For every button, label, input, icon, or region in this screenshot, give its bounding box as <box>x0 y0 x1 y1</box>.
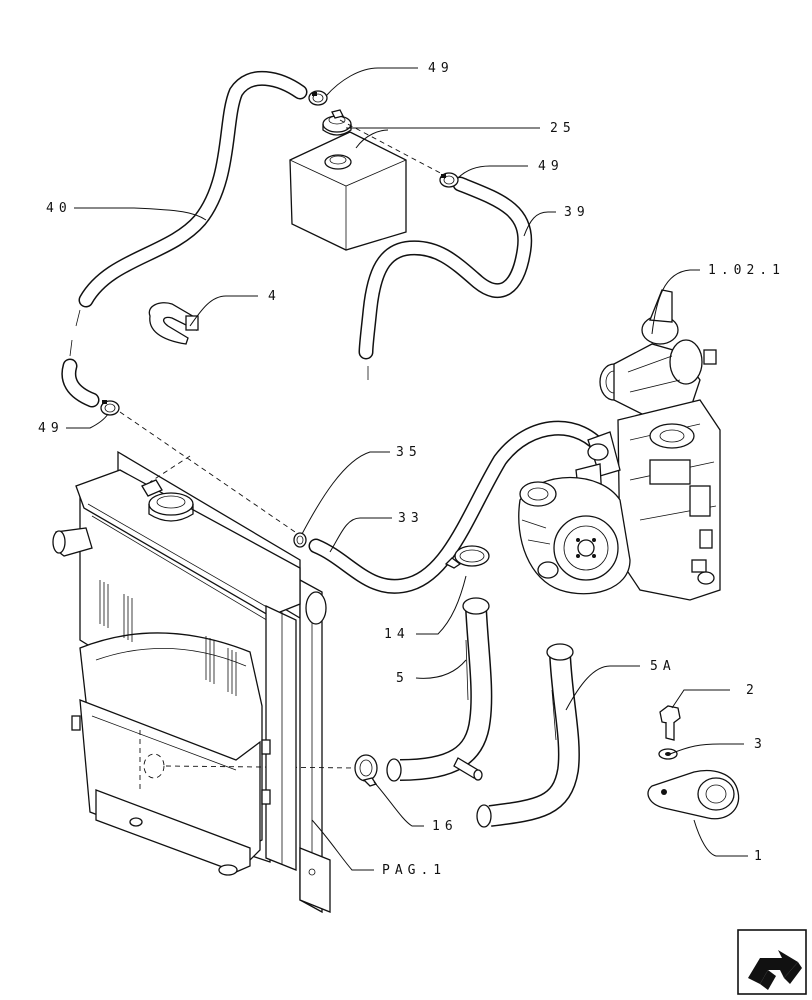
hose-33 <box>308 420 612 594</box>
pipe-5 <box>386 597 493 782</box>
callout-39: 39 <box>564 205 590 220</box>
callout-49-top: 49 <box>428 61 454 76</box>
bracket-1 <box>647 769 740 820</box>
callout-49-left: 49 <box>38 421 64 436</box>
hose-39 <box>358 176 533 380</box>
callout-labels: 49 25 49 40 39 4 1.02.1 49 35 33 14 5 5A… <box>38 61 785 878</box>
callout-2: 2 <box>746 683 759 698</box>
callout-49-right: 49 <box>538 159 564 174</box>
clamp-14 <box>444 545 490 569</box>
bolt-2 <box>659 705 681 741</box>
engine-assembly <box>518 289 721 601</box>
tank-cap-25 <box>322 109 352 136</box>
callout-5a: 5A <box>650 659 676 674</box>
callout-25: 25 <box>550 121 576 136</box>
hose-40 <box>75 70 308 327</box>
callout-1: 1 <box>754 849 767 864</box>
clamp-16 <box>354 754 378 787</box>
callout-35: 35 <box>396 445 422 460</box>
callout-1-02-1: 1.02.1 <box>708 263 785 278</box>
next-page-arrow-icon[interactable] <box>737 929 807 995</box>
clamp-35 <box>293 532 307 548</box>
washer-3 <box>658 748 678 760</box>
short-hose-left <box>61 339 100 408</box>
radiator-louvres <box>99 580 237 696</box>
callout-3: 3 <box>754 737 767 752</box>
callout-pag-1: PAG.1 <box>382 863 446 878</box>
callout-14: 14 <box>384 627 410 642</box>
radiator-assembly <box>52 450 357 914</box>
hose-clip-4 <box>148 302 199 345</box>
expansion-tank <box>289 131 407 251</box>
connection-lines <box>119 119 447 535</box>
pipe-5a <box>476 643 580 828</box>
clamp-49-right <box>439 172 459 188</box>
callout-33: 33 <box>398 511 424 526</box>
callout-5: 5 <box>396 671 409 686</box>
callout-40: 40 <box>46 201 72 216</box>
callout-4: 4 <box>268 289 281 304</box>
clamp-49-top <box>308 90 328 106</box>
clamp-49-left <box>100 400 120 416</box>
leader-lines <box>66 67 748 871</box>
callout-16: 16 <box>432 819 458 834</box>
